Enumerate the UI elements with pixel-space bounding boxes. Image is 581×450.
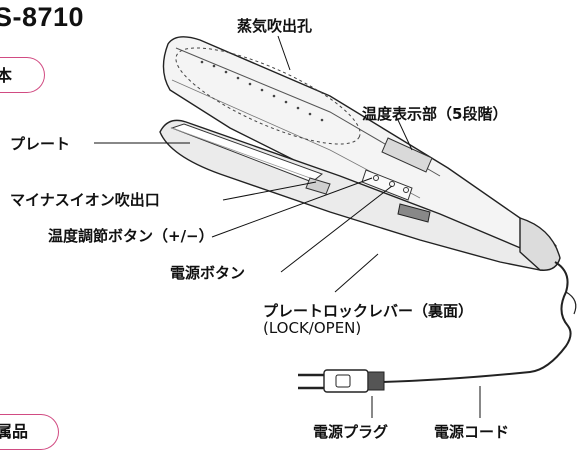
label-plate-lock-sub: (LOCK/OPEN): [263, 319, 362, 337]
label-power-cord: 電源コード: [434, 423, 510, 441]
temp-display-window: [381, 137, 433, 173]
section-title-accessories: 属品: [0, 422, 29, 441]
label-temp-button: 温度調節ボタン（+/−）: [48, 227, 214, 245]
label-power-button: 電源ボタン: [170, 264, 246, 282]
section-title-main-unit: 本: [0, 66, 13, 85]
plate-surface: [170, 123, 324, 183]
model-title: S-8710: [0, 2, 85, 32]
steam-area-outline: [175, 47, 361, 145]
power-plug: [298, 369, 385, 393]
button-panel: [361, 169, 413, 201]
leader-lines: [94, 35, 481, 418]
label-power-plug: 電源プラグ: [313, 423, 389, 441]
ion-outlet: [305, 177, 331, 195]
label-temp-display: 温度表示部（5段階）: [362, 105, 508, 123]
label-steam-holes: 蒸気吹出孔: [237, 17, 313, 35]
section-box-main-unit: [0, 57, 45, 93]
lock-lever: [397, 203, 431, 223]
label-plate-lock-lever: プレートロックレバー（裏面）: [263, 302, 474, 320]
label-minus-ion-outlet: マイナスイオン吹出口: [10, 191, 160, 209]
power-cord-line: [381, 261, 572, 383]
handle-end: [519, 217, 561, 271]
steam-hole-dots: [200, 60, 324, 122]
label-plate: プレート: [10, 135, 71, 153]
